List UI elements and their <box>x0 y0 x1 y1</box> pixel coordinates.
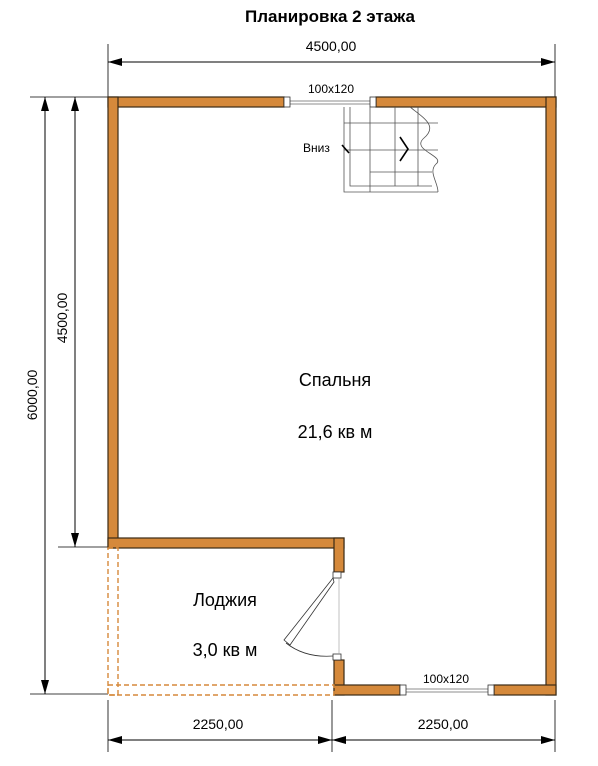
top-width-label: 4500,00 <box>306 38 357 54</box>
plan-title: Планировка 2 этажа <box>245 7 415 26</box>
room-bedroom: Спальня 21,6 кв м <box>298 370 373 442</box>
left-dimension-inner: 4500,00 <box>54 97 108 548</box>
loggia-railing <box>107 547 335 696</box>
window-bottom: 100x120 <box>399 672 495 696</box>
bedroom-area: 21,6 кв м <box>298 422 373 442</box>
loggia-door <box>283 571 342 661</box>
window-top-size: 100x120 <box>308 82 354 96</box>
window-top: 100x120 <box>283 82 377 108</box>
loggia-name: Лоджия <box>193 590 257 610</box>
stairs-down-label: Вниз <box>303 141 330 155</box>
bedroom-name: Спальня <box>299 370 371 390</box>
left-inner-label: 4500,00 <box>54 292 70 343</box>
left-total-label: 6000,00 <box>24 369 40 420</box>
bottom-left-label: 2250,00 <box>193 716 244 732</box>
staircase: Вниз <box>303 106 439 193</box>
top-dimension: 4500,00 <box>107 38 556 97</box>
bottom-right-label: 2250,00 <box>418 716 469 732</box>
bottom-dimensions: 2250,00 2250,00 <box>107 700 556 752</box>
left-dimension-total: 6000,00 <box>24 96 108 695</box>
walls <box>107 96 557 696</box>
window-bottom-size: 100x120 <box>423 672 469 686</box>
room-loggia: Лоджия 3,0 кв м <box>193 590 258 660</box>
loggia-area: 3,0 кв м <box>193 640 258 660</box>
